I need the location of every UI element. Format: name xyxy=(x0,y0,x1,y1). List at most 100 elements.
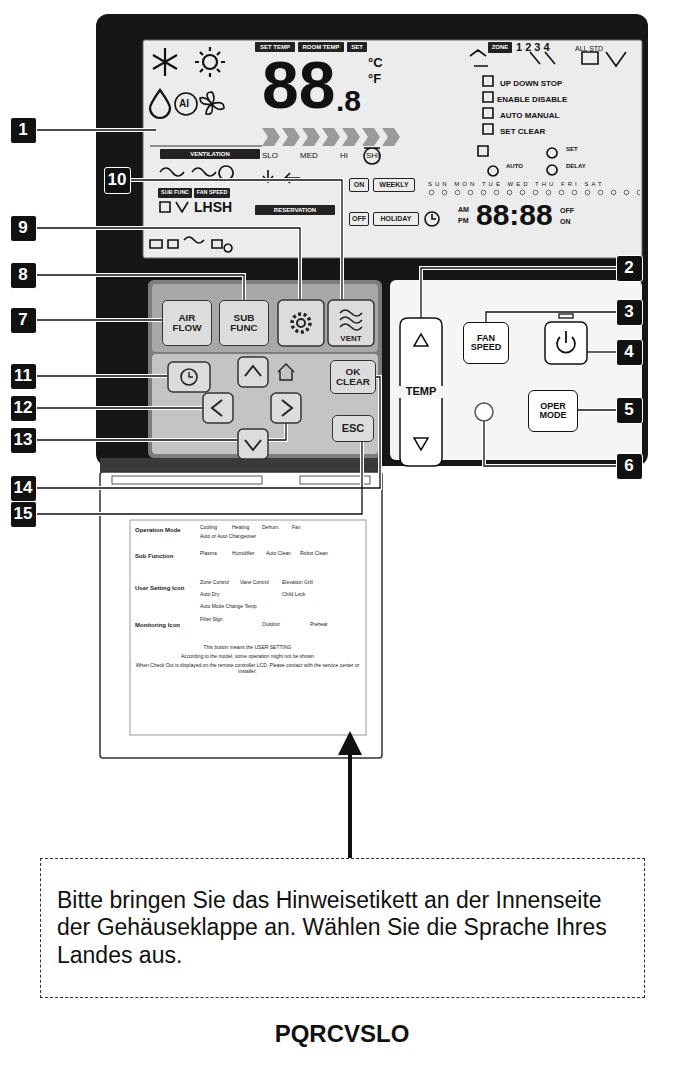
label-text: AIR FLOW xyxy=(163,313,211,334)
rocker-button: TEMP xyxy=(400,318,442,466)
label-text: ON xyxy=(560,218,571,225)
label-text: This button means the USER SETTING xyxy=(135,645,360,651)
label-text: WEEKLY xyxy=(379,181,408,188)
label-text: °F xyxy=(368,72,381,85)
label-text: SHI xyxy=(366,152,379,160)
label-text: Cooling xyxy=(200,525,217,530)
note-box: Bitte bringen Sie das Hinweisetikett an … xyxy=(40,858,645,998)
label-text: 1 2 3 4 xyxy=(516,42,550,53)
lcd-tag: ROOM TEMP xyxy=(298,42,344,52)
label-text: Bitte bringen Sie das Hinweisetikett an … xyxy=(57,887,628,970)
label-text: SET TEMP xyxy=(260,44,290,50)
label-text: SET CLEAR xyxy=(500,128,545,136)
button: OPER MODE xyxy=(528,390,578,432)
label-text: Dehum. xyxy=(262,525,280,530)
label-text: Robot Clean xyxy=(300,551,328,556)
label-text: Plasma xyxy=(200,551,217,556)
label-text: °C xyxy=(368,56,383,69)
label-text: SET xyxy=(351,44,363,50)
label-text: RESERVATION xyxy=(274,207,316,213)
callout-number: 11 xyxy=(10,363,37,390)
label-text: Vane Control xyxy=(240,580,269,585)
lcd-box: OFF xyxy=(349,212,369,226)
callout-number: 10 xyxy=(104,167,131,194)
label-text: FAN SPEED xyxy=(197,190,228,196)
label-text: Humidifier xyxy=(232,551,255,556)
label-text: SUB FUNC xyxy=(220,313,268,334)
label-text: SUB FUNC xyxy=(161,190,189,196)
label-text: ON xyxy=(354,181,365,188)
label-text: VENT xyxy=(340,335,361,343)
label-text: According to the model, some operation m… xyxy=(135,654,360,660)
button: FAN SPEED xyxy=(463,322,509,364)
label-text: ESC xyxy=(342,423,365,435)
callout-number: 15 xyxy=(10,501,37,528)
lcd-box: HOLIDAY xyxy=(373,212,419,226)
lcd-tag: RESERVATION xyxy=(255,205,335,215)
label-text: AUTO MANUAL xyxy=(500,112,559,120)
label-text: SUN MON TUE WED THU FRI SAT xyxy=(428,181,605,187)
label-text: ENABLE DISABLE xyxy=(497,96,567,104)
label-text: TEMP xyxy=(406,386,437,398)
label-text: SET xyxy=(566,146,578,152)
lcd-tag: SET xyxy=(347,42,367,52)
callout-number: 6 xyxy=(616,453,643,480)
label-text: Filter Sign xyxy=(200,617,223,622)
label-text: Child Lock xyxy=(282,592,305,597)
label-text: DELAY xyxy=(566,163,586,169)
callout-number: 14 xyxy=(10,475,37,502)
label-text: OPER MODE xyxy=(529,402,577,421)
button: ESC xyxy=(332,415,374,442)
label-text: .8 xyxy=(336,86,361,116)
lcd-tag: ZONE xyxy=(488,42,512,53)
label-text: Auto Mode Change Temp xyxy=(200,604,257,609)
label-text: Fan xyxy=(292,525,301,530)
lcd-tag: SUB FUNC xyxy=(158,188,192,198)
callout-number: 12 xyxy=(10,395,37,422)
label-text: Auto Clean xyxy=(266,551,291,556)
label-text: 88 xyxy=(262,52,335,118)
label-sticker: Operation Mode Cooling Heating Dehum. FanAut… xyxy=(130,520,366,735)
label-text: FAN SPEED xyxy=(464,334,508,353)
button: AIR FLOW xyxy=(162,300,212,346)
callout-number: 9 xyxy=(10,215,37,242)
lcd-tag: FAN SPEED xyxy=(194,188,230,198)
label-text: ALL STD xyxy=(575,45,603,52)
label-text: OFF xyxy=(352,215,366,222)
arrow-connector xyxy=(348,735,352,858)
button: OK CLEAR xyxy=(330,360,376,394)
label-text: HOLIDAY xyxy=(381,215,412,222)
label-text: Elevation Grill xyxy=(282,580,313,585)
callout-number: 5 xyxy=(616,397,643,424)
label-text: ROOM TEMP xyxy=(303,44,340,50)
lcd-box: WEEKLY xyxy=(373,178,415,192)
label-text: UP DOWN STOP xyxy=(500,80,562,88)
callout-number: 2 xyxy=(616,255,643,282)
label-text: Heating xyxy=(232,525,249,530)
label-text: Sub Function xyxy=(135,553,173,559)
button: VENT xyxy=(328,300,374,346)
label-text: Auto or Auto Changeover xyxy=(200,534,256,539)
label-text: OFF xyxy=(560,207,574,214)
label-text: VENTILATION xyxy=(190,151,230,157)
label-text: AM xyxy=(458,206,469,213)
callout-number: 1 xyxy=(10,117,37,144)
label-text: Outdoor xyxy=(262,622,280,627)
label-text: OK CLEAR xyxy=(331,367,375,388)
callout-number: 13 xyxy=(10,427,37,454)
caption: PQRCVSLO xyxy=(0,1020,684,1048)
callout-number: 7 xyxy=(10,307,37,334)
label-text: LHSH xyxy=(194,200,232,214)
label-text: AUTO xyxy=(506,163,523,169)
label-text: Operation Mode xyxy=(135,527,181,533)
lcd-tag: VENTILATION xyxy=(160,149,260,159)
label-text: Auto Dry xyxy=(200,592,219,597)
label-text: Zone Control xyxy=(200,580,229,585)
label-text: ZONE xyxy=(492,44,509,50)
lcd-tag: SET TEMP xyxy=(255,42,295,52)
label-text: User Setting Icon xyxy=(135,585,184,591)
label-text: HI xyxy=(340,152,348,160)
label-text: Monitoring Icon xyxy=(135,622,180,628)
label-text: PM xyxy=(458,217,469,224)
